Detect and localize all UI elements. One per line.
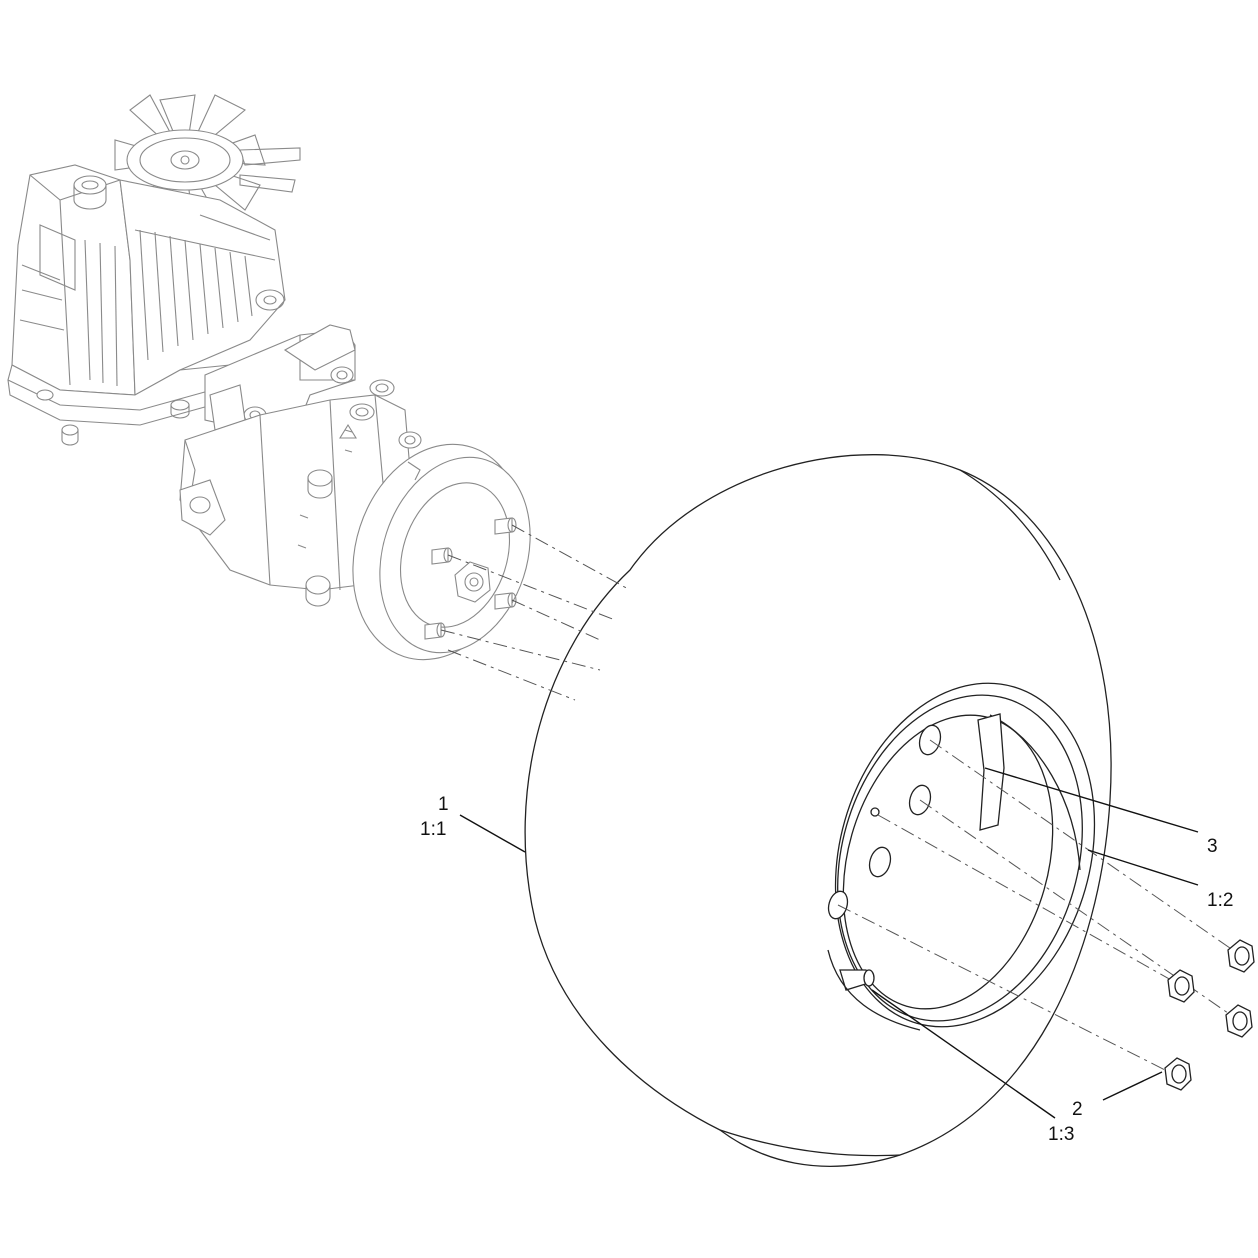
lug-nut — [1227, 939, 1255, 973]
wheel-hub — [352, 443, 531, 661]
gear-housing — [179, 379, 422, 607]
wheel-studs — [424, 517, 517, 640]
callout-labels: 1 1:1 3 1:2 2 1:3 — [420, 794, 1233, 1145]
callout-1-1: 1:1 — [420, 819, 446, 840]
tire-wheel-assembly — [524, 454, 1112, 1167]
finned-body — [119, 179, 286, 396]
lug-nut — [1225, 1004, 1253, 1038]
lug-nut — [1164, 1057, 1192, 1091]
callout-1-3: 1:3 — [1048, 1124, 1074, 1145]
reservoir-housing — [11, 164, 136, 396]
lug-nut — [1167, 969, 1195, 1003]
leader-lines — [459, 767, 1199, 1119]
lug-nuts — [1164, 939, 1255, 1091]
callout-2: 2 — [1072, 1099, 1083, 1120]
pump-head — [204, 324, 356, 431]
transaxle-assembly — [7, 94, 531, 661]
callout-3: 3 — [1207, 836, 1218, 857]
valve-stem — [839, 969, 875, 991]
wheel-decal — [977, 713, 1005, 831]
callout-1: 1 — [438, 794, 449, 815]
assembly-centerlines — [440, 524, 1241, 1076]
callout-1-2: 1:2 — [1207, 890, 1233, 911]
